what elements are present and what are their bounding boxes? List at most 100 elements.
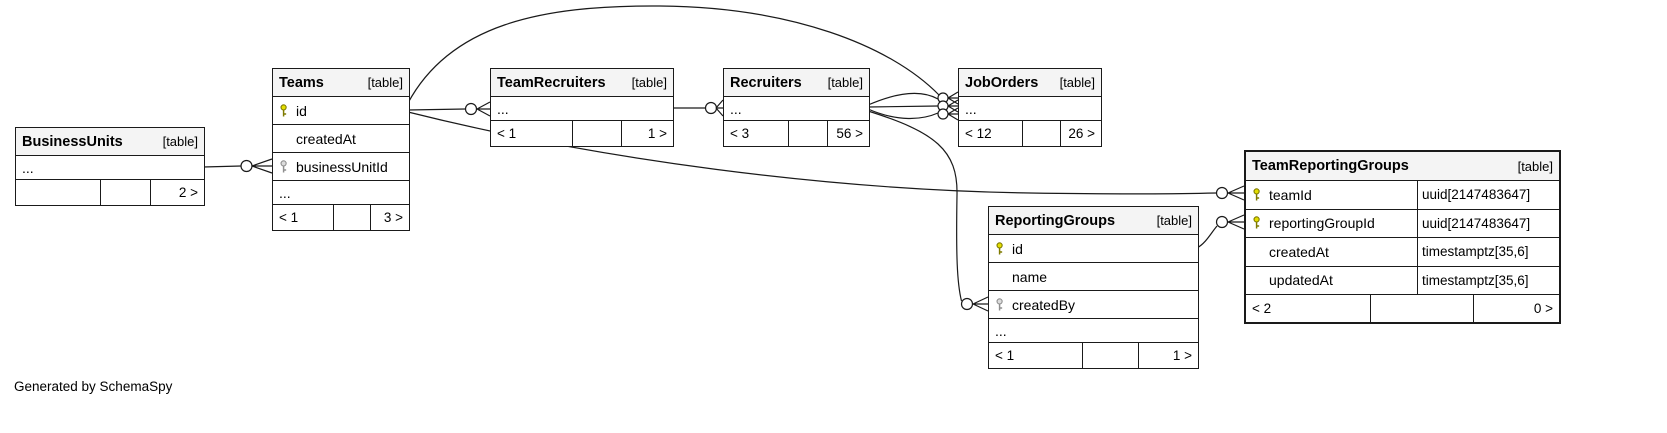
table-name[interactable]: ReportingGroups xyxy=(995,212,1116,229)
primary-key-icon xyxy=(1252,216,1269,230)
edge-recruiters-reportinggroups-createdby xyxy=(867,110,989,312)
generated-by-label: Generated by SchemaSpy xyxy=(14,379,173,394)
footer-middle xyxy=(789,121,829,146)
primary-key-icon xyxy=(1252,188,1269,202)
primary-key-icon xyxy=(279,103,296,118)
table-footer: < 3 56 > xyxy=(724,121,869,146)
table-name[interactable]: BusinessUnits xyxy=(22,133,123,150)
table-tag: [table] xyxy=(631,75,667,90)
column-row: createdAt xyxy=(273,125,409,153)
table-name[interactable]: Teams xyxy=(279,74,324,91)
column-row: createdBy xyxy=(989,291,1198,319)
column-row: teamId uuid[2147483647] xyxy=(1246,181,1559,210)
column-name: name xyxy=(1012,268,1048,285)
elided-columns-row: ... xyxy=(273,181,409,205)
table-footer: < 1 1 > xyxy=(989,343,1198,368)
column-row: id xyxy=(989,235,1198,263)
footer-middle xyxy=(1083,343,1140,368)
table-footer: 2 > xyxy=(16,180,204,205)
column-name: reportingGroupId xyxy=(1269,215,1375,232)
column-row: reportingGroupId uuid[2147483647] xyxy=(1246,209,1559,238)
footer-middle xyxy=(1371,295,1475,322)
footer-children: 2 > xyxy=(178,185,198,200)
column-name: createdAt xyxy=(296,130,356,147)
column-name: createdBy xyxy=(1012,296,1076,313)
foreign-key-icon xyxy=(279,159,296,174)
table-recruiters[interactable]: Recruiters [table] ... < 3 56 > xyxy=(723,68,870,147)
column-name: teamId xyxy=(1269,186,1312,203)
table-footer: < 1 1 > xyxy=(491,121,673,146)
table-tag: [table] xyxy=(367,75,403,90)
footer-parents: < 1 xyxy=(491,121,573,146)
column-row: name xyxy=(989,263,1198,291)
footer-middle xyxy=(101,180,152,205)
table-header: Teams [table] xyxy=(273,69,409,97)
footer-parents xyxy=(16,180,101,205)
column-type: uuid[2147483647] xyxy=(1417,209,1559,237)
elided-columns-row: ... xyxy=(724,97,869,121)
table-teams[interactable]: Teams [table] id createdAt businessUnitI… xyxy=(272,68,410,231)
elided-columns-row: ... xyxy=(959,97,1101,121)
edge-reportinggroups-teamreportinggroups-reportinggroupid xyxy=(1196,214,1245,249)
table-name[interactable]: JobOrders xyxy=(965,74,1039,91)
column-row: createdAt timestamptz[35,6] xyxy=(1246,238,1559,267)
edge-businessunits-teams xyxy=(202,158,273,174)
footer-parents: < 2 xyxy=(1246,295,1372,322)
table-header: Recruiters [table] xyxy=(724,69,869,97)
column-name: id xyxy=(1012,240,1023,257)
table-header: JobOrders [table] xyxy=(959,69,1101,97)
table-joborders[interactable]: JobOrders [table] ... < 12 26 > xyxy=(958,68,1102,147)
table-reportinggroups[interactable]: ReportingGroups [table] id name createdB… xyxy=(988,206,1199,369)
footer-children: 56 > xyxy=(836,126,863,141)
table-name[interactable]: TeamReportingGroups xyxy=(1252,158,1409,174)
footer-parents: < 3 xyxy=(724,121,790,146)
column-type: uuid[2147483647] xyxy=(1417,181,1559,209)
table-businessunits[interactable]: BusinessUnits [table] ... 2 > xyxy=(15,127,205,206)
table-header: TeamReportingGroups [table] xyxy=(1246,152,1559,181)
column-type: timestamptz[35,6] xyxy=(1417,238,1559,266)
footer-middle xyxy=(334,205,371,230)
column-row: updatedAt timestamptz[35,6] xyxy=(1246,266,1559,295)
table-tag: [table] xyxy=(1517,158,1553,174)
column-name: updatedAt xyxy=(1269,272,1333,289)
elided-columns-row: ... xyxy=(16,156,204,180)
column-name: createdAt xyxy=(1269,243,1329,260)
foreign-key-icon xyxy=(995,297,1012,312)
edge-teamrecruiters-recruiters xyxy=(672,99,724,117)
footer-parents: < 1 xyxy=(989,343,1084,368)
edge-recruiters-joborders xyxy=(867,91,959,121)
footer-children: 3 > xyxy=(383,210,403,225)
table-tag: [table] xyxy=(1156,213,1192,228)
footer-middle xyxy=(573,121,623,146)
edge-teams-teamrecruiters xyxy=(407,101,491,117)
table-footer: < 12 26 > xyxy=(959,121,1101,146)
table-teamreportinggroups[interactable]: TeamReportingGroups [table] teamId uuid[… xyxy=(1244,150,1561,324)
table-tag: [table] xyxy=(827,75,863,90)
table-header: TeamRecruiters [table] xyxy=(491,69,673,97)
primary-key-icon xyxy=(995,241,1012,256)
table-name[interactable]: Recruiters xyxy=(730,74,802,91)
footer-children: 1 > xyxy=(1172,348,1192,363)
elided-columns-row: ... xyxy=(491,97,673,121)
edge-teams-joborders-arc xyxy=(407,5,940,104)
column-row: id xyxy=(273,97,409,125)
footer-parents: < 1 xyxy=(273,205,335,230)
footer-children: 26 > xyxy=(1068,126,1095,141)
table-footer: < 2 0 > xyxy=(1246,295,1559,322)
table-tag: [table] xyxy=(162,134,198,149)
table-header: BusinessUnits [table] xyxy=(16,128,204,156)
column-name: id xyxy=(296,102,307,119)
elided-columns-row: ... xyxy=(989,319,1198,343)
table-teamrecruiters[interactable]: TeamRecruiters [table] ... < 1 1 > xyxy=(490,68,674,147)
footer-children: 0 > xyxy=(1533,301,1553,316)
table-tag: [table] xyxy=(1059,75,1095,90)
column-row: businessUnitId xyxy=(273,153,409,181)
table-header: ReportingGroups [table] xyxy=(989,207,1198,235)
footer-children: 1 > xyxy=(647,126,667,141)
column-name: businessUnitId xyxy=(296,158,388,175)
table-footer: < 1 3 > xyxy=(273,205,409,230)
table-name[interactable]: TeamRecruiters xyxy=(497,74,606,91)
footer-middle xyxy=(1023,121,1062,146)
